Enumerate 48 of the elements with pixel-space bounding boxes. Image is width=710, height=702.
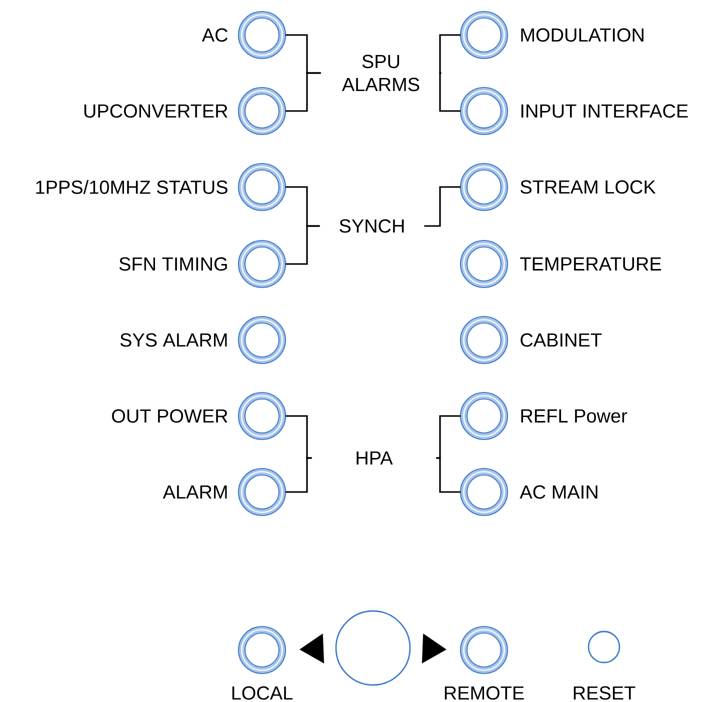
indicator-lamp (460, 626, 508, 674)
lamp-label: ALARM (162, 485, 227, 499)
connector-line (424, 186, 460, 227)
reset-button (588, 630, 620, 664)
indicator-lamp (460, 86, 508, 136)
connector-line (436, 415, 460, 459)
connector-line (286, 457, 312, 493)
lamp-label: 1PPS/10MHZ STATUS (36, 180, 228, 194)
lamp-label: AC (202, 28, 228, 42)
indicator-lamp (238, 316, 286, 364)
lamp-label: UPCONVERTER (84, 104, 228, 118)
indicator-lamp (238, 162, 286, 212)
lamp-label: CABINET (520, 333, 602, 347)
indicator-lamp (460, 468, 508, 516)
group-label: SYNCH (340, 219, 404, 233)
arrow (300, 634, 324, 664)
indicator-lamp (460, 10, 508, 60)
indicator-lamp (238, 468, 286, 516)
connector-line (439, 72, 460, 112)
indicator-lamp (460, 316, 508, 364)
connector-line (439, 34, 460, 74)
indicator-lamp (238, 240, 286, 288)
lamp-label: SFN TIMING (119, 257, 227, 271)
indicator-lamp (238, 626, 286, 674)
connector-line (286, 72, 321, 112)
indicator-lamp (238, 86, 286, 136)
indicator-lamp (460, 392, 508, 440)
lamp-label: STREAM LOCK (520, 180, 656, 194)
push-button (335, 610, 411, 686)
lamp-label: AC MAIN (520, 485, 598, 499)
indicator-lamp (460, 162, 508, 212)
lamp-label: MODULATION (521, 28, 644, 42)
lamp-label: LOCAL (232, 686, 293, 700)
lamp-label: OUT POWER (112, 409, 228, 423)
lamp-label: TEMPERATURE (520, 257, 662, 271)
group-label: SPU ALARMS (342, 54, 420, 92)
lamp-label: RESET (574, 686, 636, 700)
indicator-lamp (238, 392, 286, 440)
lamp-label: REFL Power (521, 409, 628, 423)
group-label: HPA (356, 451, 393, 465)
indicator-lamp (460, 240, 508, 288)
lamp-label: INPUT INTERFACE (521, 104, 688, 118)
lamp-label: SYS ALARM (120, 333, 227, 347)
arrow (422, 634, 446, 664)
lamp-label: REMOTE (444, 686, 524, 700)
connector-line (286, 225, 320, 265)
connector-line (436, 457, 460, 493)
indicator-lamp (238, 10, 286, 60)
